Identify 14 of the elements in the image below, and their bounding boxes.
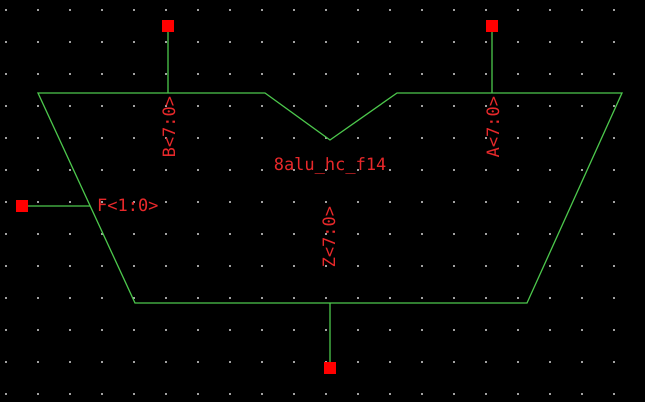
pin-terminal (324, 362, 336, 374)
pin-label: A<7:0> (485, 96, 503, 158)
pin-label: F<1:0> (97, 197, 158, 215)
pin-terminal (162, 20, 174, 32)
wire (491, 32, 493, 93)
alu-symbol (38, 93, 622, 303)
pin-terminal (486, 20, 498, 32)
pin-label: Z<7:0> (321, 206, 339, 268)
pin-terminal (16, 200, 28, 212)
wire (329, 303, 331, 362)
pin-label: B<7:0> (161, 96, 179, 158)
block-name: 8alu_hc_f14 (274, 155, 386, 175)
wire (28, 205, 90, 207)
wire (167, 32, 169, 93)
